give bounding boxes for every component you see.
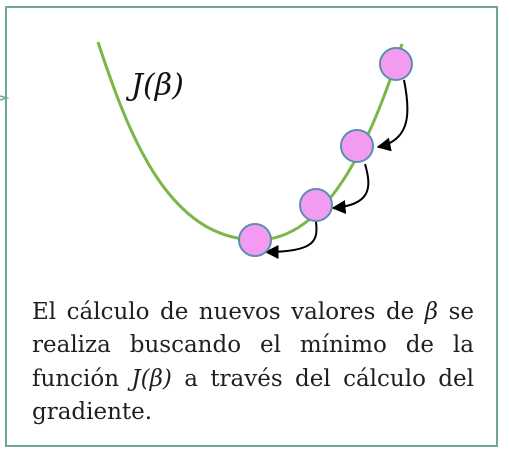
caption-text-1: El cálculo de nuevos valores de — [32, 299, 425, 325]
iteration-point-3 — [299, 188, 333, 222]
function-symbol: J(β) — [131, 365, 172, 392]
curve-label: J(β) — [125, 68, 184, 103]
step-arrow-3 — [264, 221, 318, 259]
left-edge-arrow-icon — [0, 95, 10, 101]
step-arrow-2 — [331, 163, 370, 214]
caption: El cálculo de nuevos valores de β se rea… — [32, 296, 474, 429]
step-arrow-1 — [376, 79, 409, 152]
caption-text-2: se realiza buscando el mínimo de la func… — [32, 299, 474, 392]
iteration-point-4 — [238, 223, 272, 257]
iteration-point-1 — [379, 47, 413, 81]
iteration-point-2 — [340, 129, 374, 163]
caption-text-3: a través del cálculo del gradiente. — [32, 365, 474, 426]
beta-symbol: β — [424, 299, 439, 325]
